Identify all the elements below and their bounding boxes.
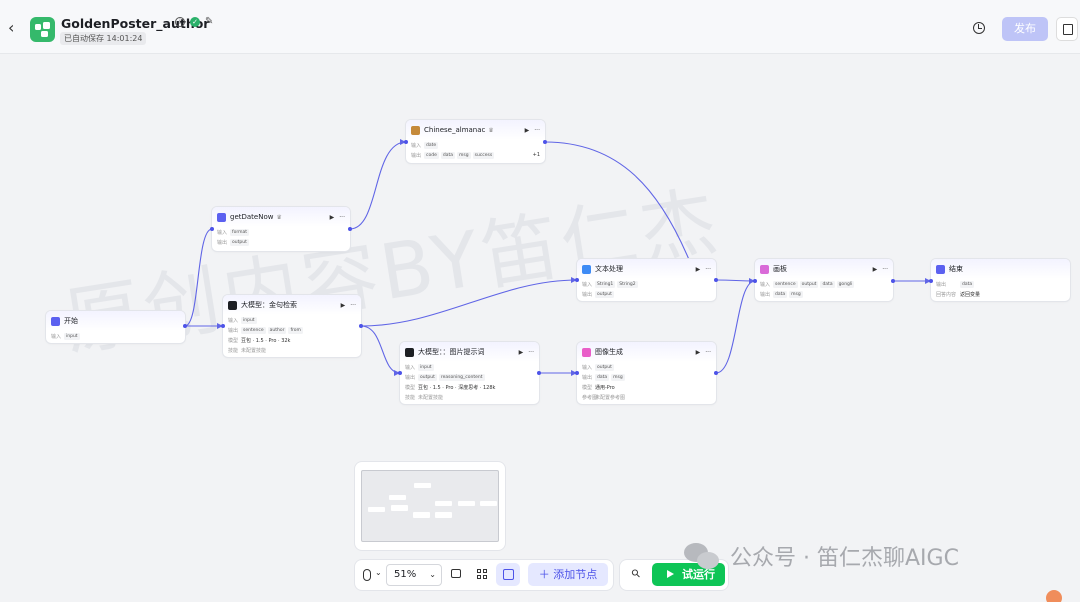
node-title: 大模型：金句检索 [241,301,297,309]
wechat-account-text: 公众号 · 笛仁杰聊AIGC [730,546,959,571]
header: ‹ GoldenPoster_author i ✓ ✎ 已自动保存 14:01:… [0,0,1080,54]
chevron-down-icon: ⌄ [429,570,436,579]
crown-icon: ♛ [488,126,494,134]
node-title: 大模型：：图片提示词 [418,348,485,356]
history-icon[interactable] [973,22,985,34]
llm-icon [405,347,414,357]
more-icon[interactable]: ··· [350,301,356,309]
page-title: GoldenPoster_author [61,16,210,31]
info-icon[interactable]: i [175,16,185,27]
minimap-toggle-button[interactable] [496,563,520,586]
start-icon [51,316,60,326]
run-node-icon[interactable]: ▶ [872,265,878,273]
app-logo-icon [30,17,55,42]
chevron-down-icon[interactable]: ⌄ [375,568,382,577]
copy-icon[interactable] [1056,17,1078,41]
plugin-icon [217,212,226,222]
verified-check-icon: ✓ [190,16,200,27]
zoom-select[interactable]: 51%⌄ [386,564,442,586]
end-icon [936,264,945,274]
run-node-icon[interactable]: ▶ [524,126,530,134]
node-title: 文本处理 [595,265,623,273]
run-node-icon[interactable]: ▶ [518,348,524,356]
canvas-board-icon [760,264,769,274]
node-title: getDateNow [230,213,274,221]
node-title: 开始 [64,317,78,325]
run-node-icon[interactable]: ▶ [329,213,335,221]
edit-icon[interactable]: ✎ [205,16,214,27]
llm-icon [228,300,237,310]
node-title: 图像生成 [595,348,623,356]
more-icon[interactable]: ··· [339,213,345,221]
node-title: Chinese_almanac [424,126,486,134]
image-gen-icon [582,347,591,357]
wechat-watermark: 公众号 · 笛仁杰聊AIGC [682,540,959,572]
more-icon[interactable]: ··· [882,265,888,273]
run-node-icon[interactable]: ▶ [695,265,701,273]
more-icon[interactable]: ··· [534,126,540,134]
crown-icon: ♛ [276,213,282,221]
run-node-icon[interactable]: ▶ [695,348,701,356]
node-title: 画板 [773,265,787,273]
wechat-icon [682,540,724,572]
back-icon[interactable]: ‹ [8,18,15,37]
minimap-viewport[interactable] [361,470,499,542]
almanac-icon [411,125,420,135]
corner-badge [1046,590,1062,602]
node-title: 结束 [949,265,963,273]
more-icon[interactable]: ··· [528,348,534,356]
add-node-button[interactable]: ＋ 添加节点 [528,563,608,586]
comment-icon[interactable] [451,569,461,578]
text-process-icon [582,264,591,274]
more-icon[interactable]: ··· [705,265,711,273]
mouse-mode-icon[interactable] [363,569,371,581]
run-node-icon[interactable]: ▶ [340,301,346,309]
publish-button[interactable]: 发布 [1002,17,1048,41]
autosave-status: 已自动保存 14:01:24 [60,32,147,45]
more-icon[interactable]: ··· [705,348,711,356]
layout-grid-icon[interactable] [477,569,487,579]
minimap[interactable] [355,462,505,550]
